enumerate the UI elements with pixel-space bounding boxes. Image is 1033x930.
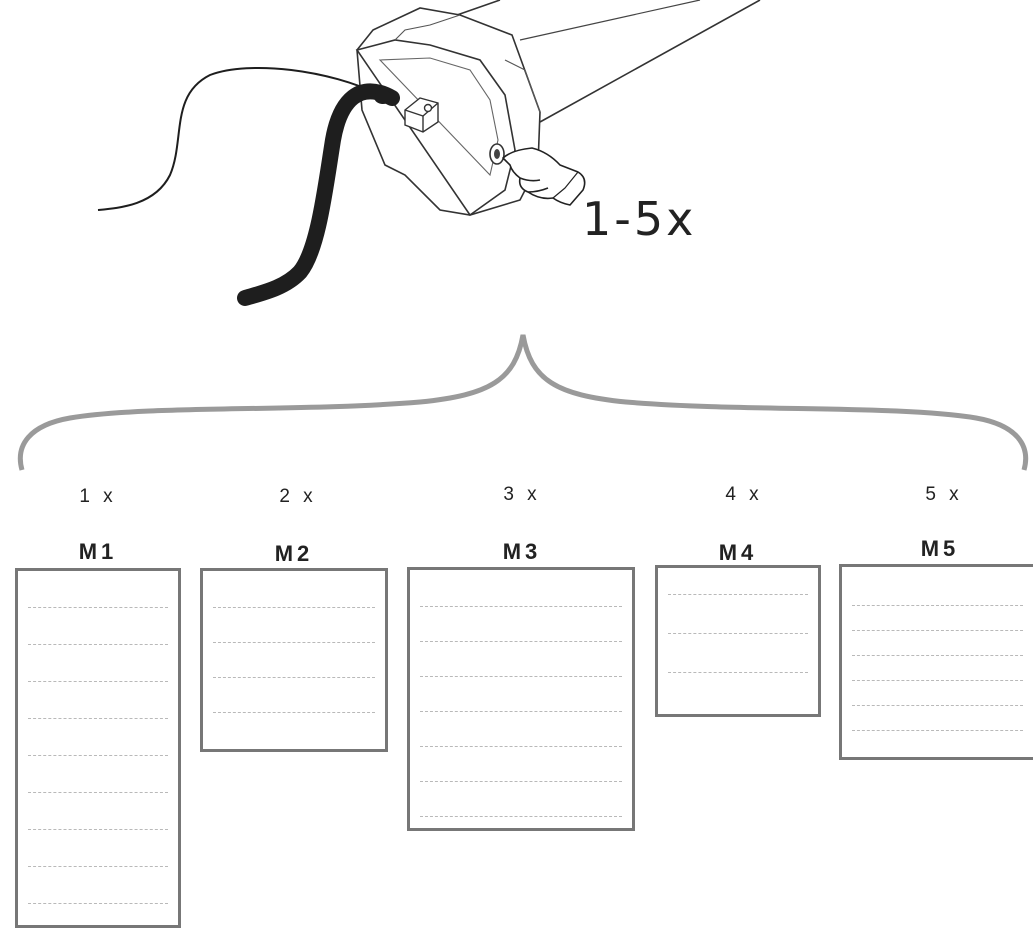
mode-3-sheet xyxy=(407,567,635,831)
pointing-hand-icon xyxy=(502,147,586,206)
mode-3-press-count: 3 x xyxy=(503,484,541,505)
tube-lower-line xyxy=(539,0,761,123)
mode-1-lines xyxy=(28,571,168,904)
curly-brace xyxy=(17,334,1029,471)
mode-2-sheet xyxy=(200,568,388,752)
mode-2-press-count: 2 x xyxy=(279,486,317,507)
tube-middle-line xyxy=(519,0,701,41)
mode-1-sheet xyxy=(15,568,181,928)
mode-2-title: M2 xyxy=(274,541,314,566)
mode-5-lines xyxy=(852,567,1023,731)
mode-5-press-count: 5 x xyxy=(925,484,963,505)
thin-cable xyxy=(97,67,381,211)
mode-5-sheet xyxy=(839,564,1033,760)
connector-block xyxy=(404,97,439,133)
tube-upper-line xyxy=(456,0,501,16)
motor-head xyxy=(355,7,541,217)
thick-cable xyxy=(237,83,400,306)
press-count-label: 1-5x xyxy=(582,192,697,246)
mode-3-lines xyxy=(420,570,622,817)
mode-1-press-count: 1 x xyxy=(79,486,117,507)
mode-3-title: M3 xyxy=(502,539,542,564)
mode-1-title: M1 xyxy=(78,539,118,564)
mode-2-lines xyxy=(213,571,375,713)
mode-4-title: M4 xyxy=(718,540,758,565)
mode-4-sheet xyxy=(655,565,821,717)
mode-5-title: M5 xyxy=(920,536,960,561)
mode-4-press-count: 4 x xyxy=(725,484,763,505)
mode-4-lines xyxy=(668,568,808,673)
